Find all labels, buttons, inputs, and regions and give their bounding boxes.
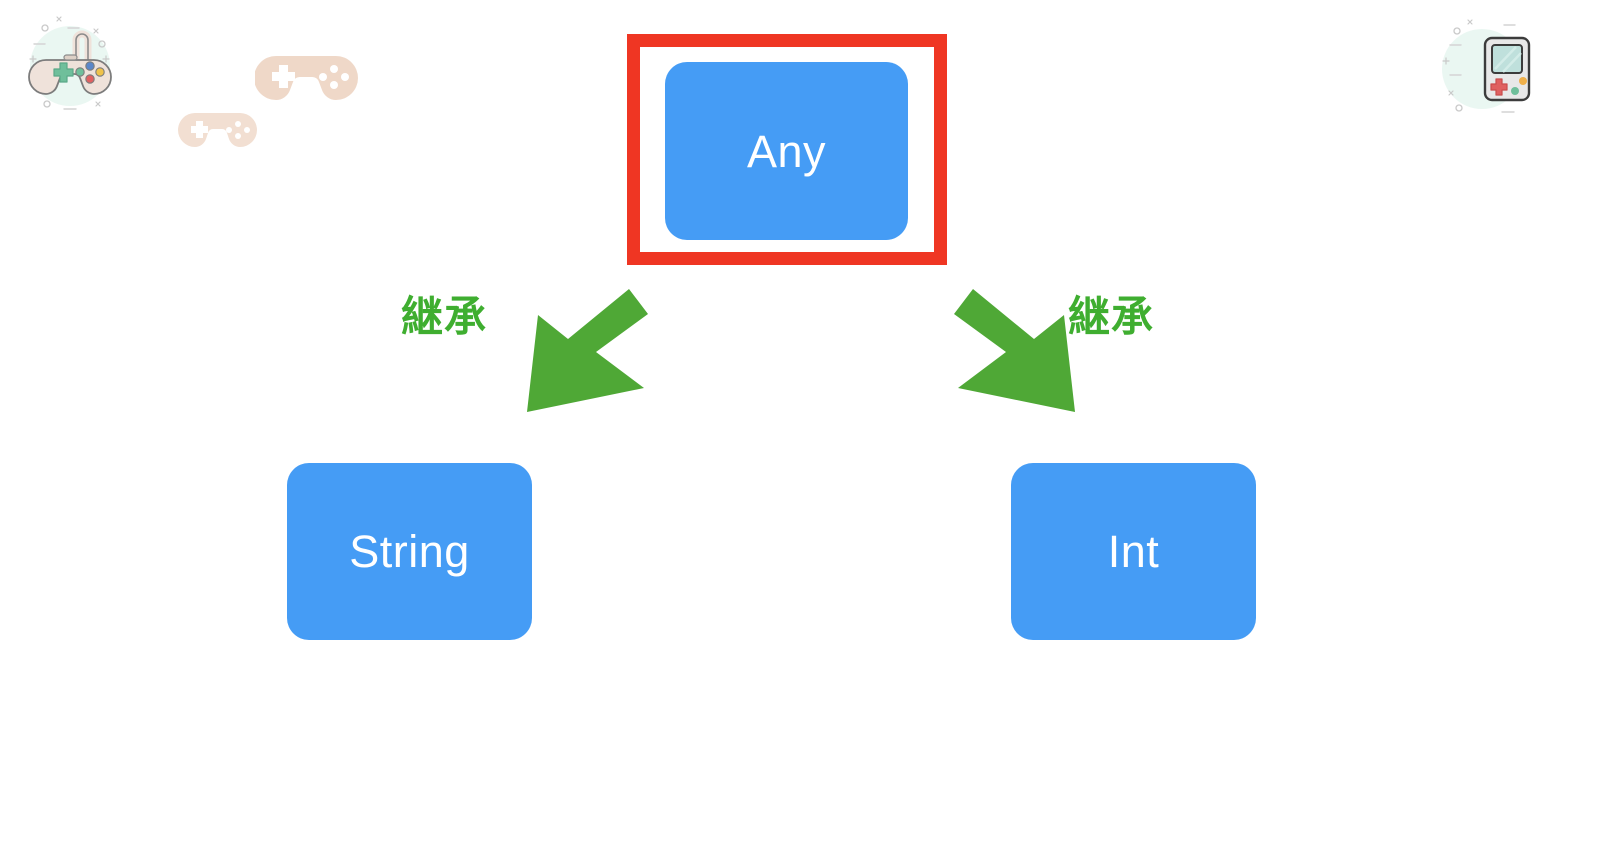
handheld-console-icon <box>1428 12 1540 124</box>
node-any-label: Any <box>746 125 827 177</box>
gamepad-icon-svg <box>178 113 257 147</box>
node-string[interactable]: String <box>287 463 532 640</box>
arrow-down-left-icon <box>527 289 648 412</box>
gamepad-icon <box>178 110 258 158</box>
edge-label-any-to-string: 継承 <box>401 292 488 341</box>
node-any[interactable]: Any <box>665 62 908 240</box>
node-int[interactable]: Int <box>1011 463 1256 640</box>
gamepad-icon <box>254 52 360 114</box>
node-int-label: Int <box>1107 526 1160 577</box>
arrow-any-to-string <box>505 272 650 422</box>
handheld-console-icon-svg <box>1442 19 1531 113</box>
gamepad-icon-svg <box>254 56 358 100</box>
edge-label-any-to-int: 継承 <box>1068 292 1155 341</box>
gamepad-icon <box>14 8 126 120</box>
gamepad-icon-svg <box>28 16 112 110</box>
node-string-label: String <box>349 526 470 577</box>
